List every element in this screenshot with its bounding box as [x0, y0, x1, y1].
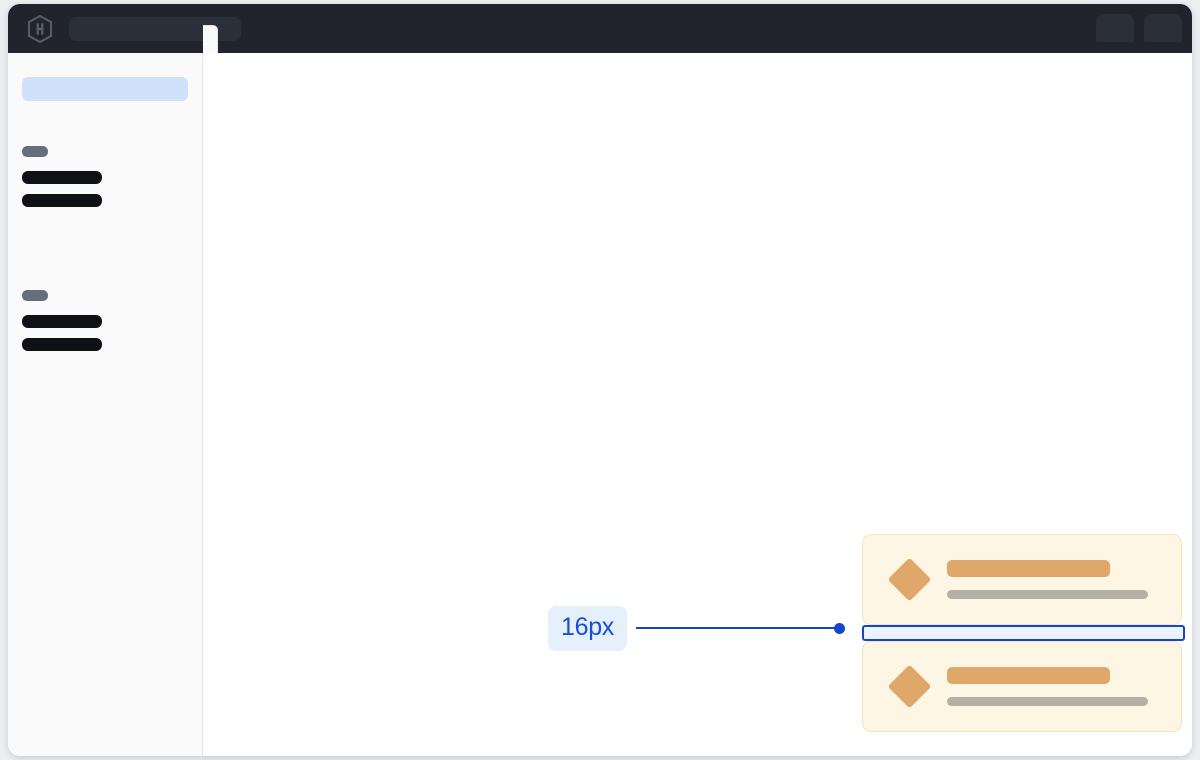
sidebar-item[interactable] — [22, 194, 102, 207]
app-header — [8, 4, 1192, 53]
card-text-block — [947, 560, 1151, 599]
sidebar — [8, 53, 203, 756]
measurement-leader-line — [636, 627, 837, 629]
app-window: 16px — [8, 4, 1192, 756]
header-actions — [1096, 14, 1182, 42]
diamond-icon — [887, 664, 932, 709]
result-card[interactable] — [862, 641, 1182, 732]
sidebar-group-label — [22, 146, 48, 157]
sidebar-group-2 — [22, 290, 102, 361]
card-text-block — [947, 667, 1151, 706]
cards-stack — [862, 534, 1185, 732]
header-action-chip-1[interactable] — [1096, 14, 1134, 42]
card-title — [947, 560, 1110, 577]
sidebar-item[interactable] — [22, 171, 102, 184]
header-action-chip-2[interactable] — [1144, 14, 1182, 42]
result-card[interactable] — [862, 534, 1182, 625]
measurement-endpoint-dot — [834, 622, 846, 634]
spacing-measurement-annotation: 16px — [548, 605, 846, 651]
sidebar-group-1 — [22, 146, 102, 217]
card-subtitle — [947, 590, 1148, 599]
measurement-value-badge: 16px — [548, 605, 628, 651]
card-subtitle — [947, 697, 1148, 706]
main-canvas: 16px — [204, 53, 1192, 756]
hashicorp-hexagon-logo-icon[interactable] — [27, 14, 53, 43]
card-title — [947, 667, 1110, 684]
sidebar-item[interactable] — [22, 315, 102, 328]
diamond-icon — [887, 557, 932, 602]
spacing-gap-highlight — [862, 625, 1185, 641]
sidebar-group-label — [22, 290, 48, 301]
sidebar-item-active[interactable] — [22, 77, 188, 101]
sidebar-item[interactable] — [22, 338, 102, 351]
